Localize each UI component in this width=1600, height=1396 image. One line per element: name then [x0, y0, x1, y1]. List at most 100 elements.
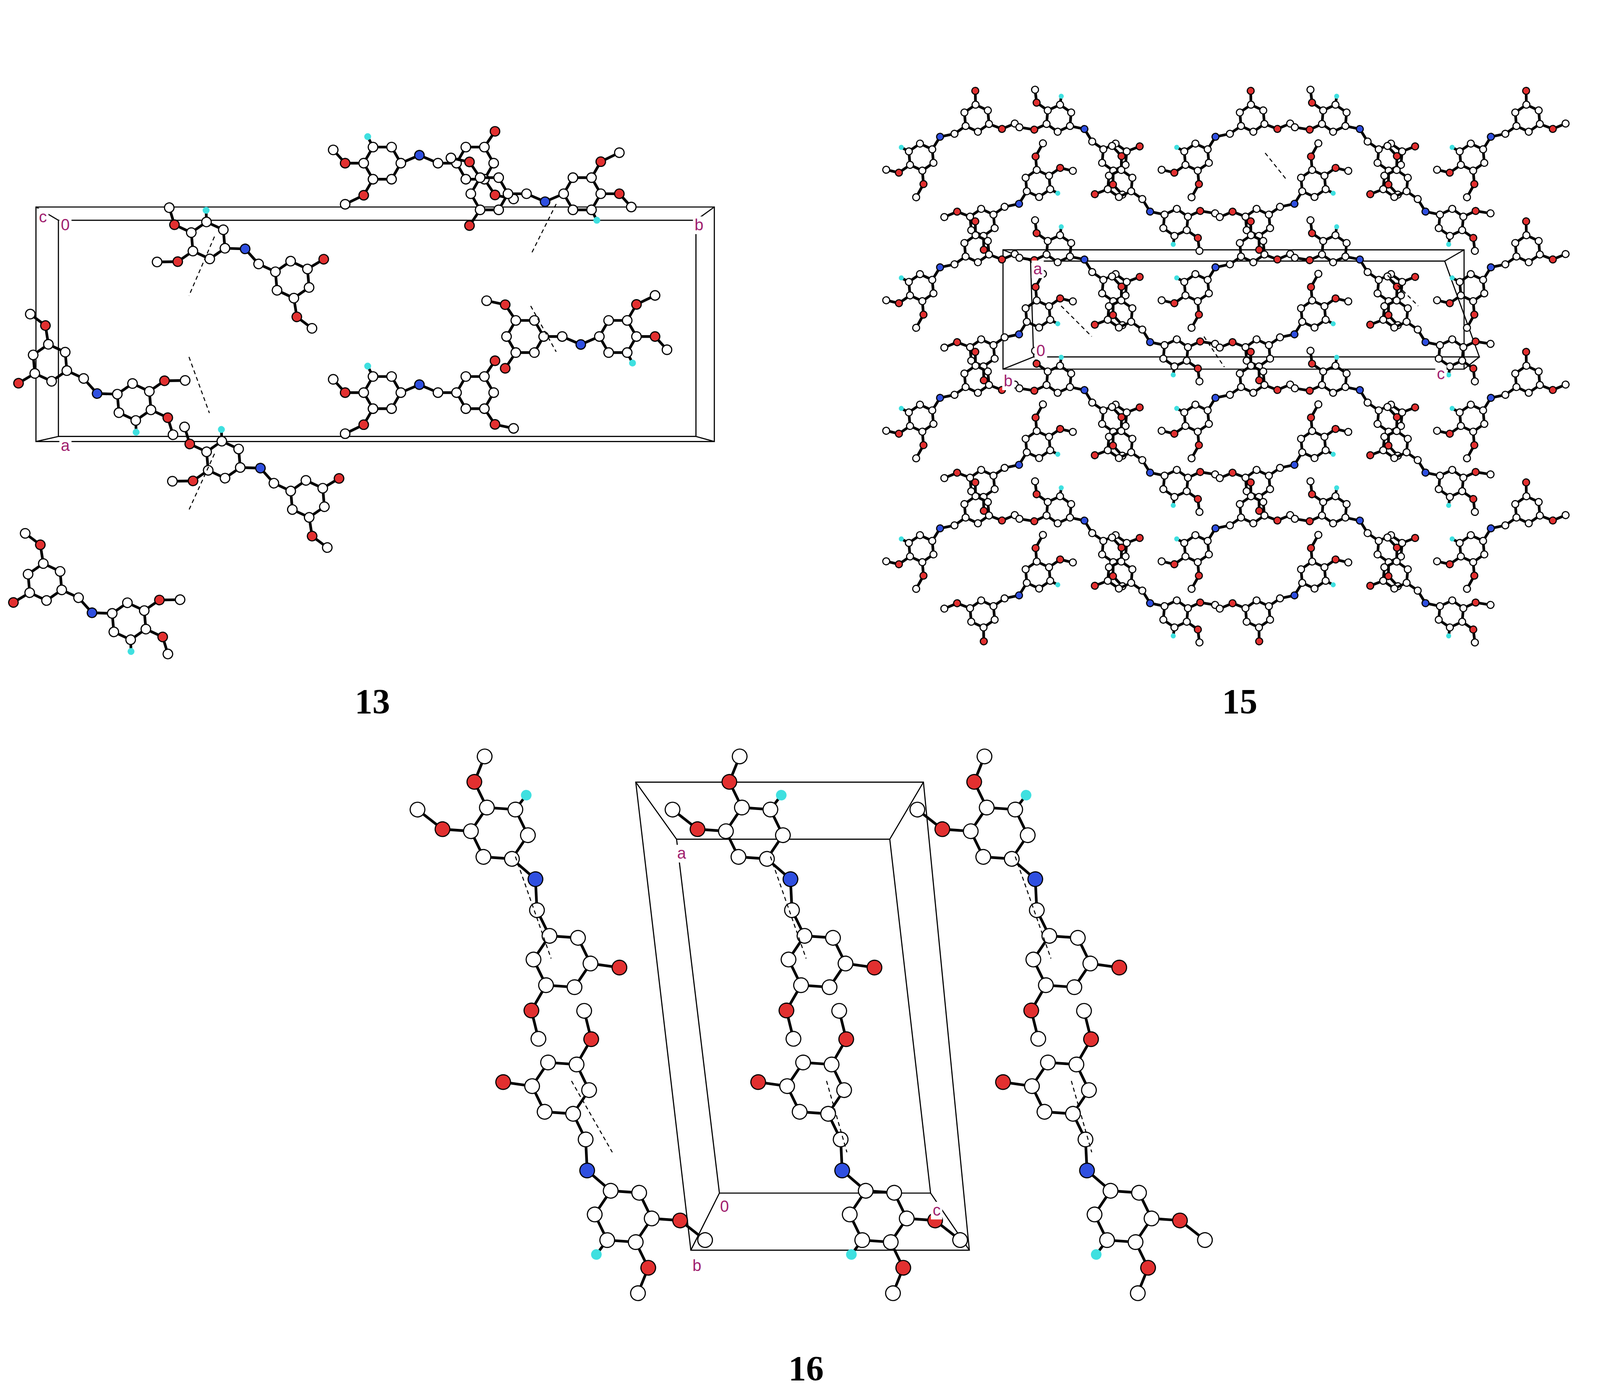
atom	[1391, 426, 1402, 436]
atom	[1134, 141, 1145, 152]
atom	[1402, 172, 1413, 183]
atom	[1214, 342, 1225, 353]
atom	[1031, 165, 1042, 175]
atom	[1246, 491, 1256, 502]
atom	[897, 404, 906, 413]
atom	[150, 255, 164, 269]
atom	[1038, 530, 1048, 541]
atom	[1362, 397, 1373, 408]
atom	[1203, 158, 1214, 168]
atom	[1479, 419, 1490, 429]
atom	[340, 158, 350, 169]
atom	[1194, 245, 1205, 256]
atom	[917, 296, 927, 306]
atom	[1547, 515, 1558, 526]
atom	[1190, 269, 1201, 280]
atom	[201, 205, 211, 215]
atom	[1190, 530, 1201, 541]
atom	[905, 160, 915, 170]
atom	[1104, 170, 1114, 181]
atom	[939, 473, 950, 483]
atom	[1362, 267, 1373, 277]
atom	[1448, 143, 1456, 152]
atom	[903, 538, 914, 549]
molecule	[1212, 525, 1361, 655]
atom	[1479, 158, 1490, 168]
atom	[1251, 465, 1262, 476]
atom	[1245, 216, 1256, 227]
atom	[1182, 486, 1192, 496]
atom	[1305, 124, 1315, 135]
atom	[1373, 275, 1384, 285]
atom	[302, 511, 316, 524]
atom	[1372, 419, 1383, 429]
atom	[1127, 433, 1138, 444]
atom	[1432, 425, 1442, 436]
atom	[1042, 105, 1053, 116]
atom	[1435, 209, 1445, 220]
atom	[1258, 366, 1269, 377]
atom	[586, 205, 597, 215]
atom	[138, 604, 151, 618]
atom	[1521, 86, 1531, 96]
atom	[1306, 543, 1316, 554]
atom	[1457, 225, 1467, 235]
atom	[1045, 576, 1055, 586]
atom	[894, 559, 904, 570]
atom	[1087, 136, 1097, 147]
atom	[1031, 358, 1042, 369]
atom	[368, 174, 379, 185]
atom	[1485, 262, 1496, 273]
atom	[622, 315, 632, 326]
atom	[1246, 230, 1256, 241]
atom	[1329, 189, 1337, 197]
atom	[321, 541, 334, 554]
atom	[1521, 230, 1532, 241]
atom	[328, 374, 339, 385]
atom	[970, 477, 981, 488]
atom	[1098, 275, 1109, 285]
atom	[305, 529, 319, 543]
atom	[1116, 542, 1127, 553]
molecule	[1212, 394, 1361, 524]
atom	[1454, 538, 1465, 549]
atom	[1319, 301, 1330, 311]
atom	[317, 253, 330, 266]
atom	[1210, 523, 1221, 534]
atom	[911, 192, 922, 203]
atom	[949, 520, 960, 531]
atom	[1171, 203, 1182, 214]
atom	[1169, 361, 1180, 372]
cell-edge	[1002, 250, 1465, 370]
molecule	[328, 356, 519, 439]
cell-edge	[58, 220, 696, 437]
atom	[386, 142, 397, 152]
atom	[1373, 536, 1384, 546]
molecule	[873, 469, 1022, 599]
atom	[124, 633, 137, 647]
cell-edge	[36, 436, 59, 442]
atom	[1468, 494, 1478, 504]
atom	[58, 345, 72, 359]
atom	[1433, 484, 1444, 495]
atom	[1533, 497, 1544, 507]
atom	[183, 437, 196, 451]
atom	[1412, 455, 1423, 465]
atom	[268, 265, 282, 279]
atom	[1456, 290, 1466, 301]
atom	[1145, 337, 1155, 348]
atom	[928, 549, 939, 560]
atom	[1192, 296, 1203, 306]
atom	[1042, 366, 1053, 377]
atom	[1259, 510, 1270, 521]
atom	[1521, 491, 1532, 502]
atom	[557, 331, 567, 342]
atom	[1340, 512, 1351, 523]
atom	[1194, 440, 1204, 451]
atom	[1275, 201, 1285, 212]
atom	[959, 107, 970, 118]
molecule	[1078, 529, 1227, 659]
atom	[1259, 119, 1270, 129]
atom	[488, 158, 499, 169]
atom	[23, 586, 37, 600]
